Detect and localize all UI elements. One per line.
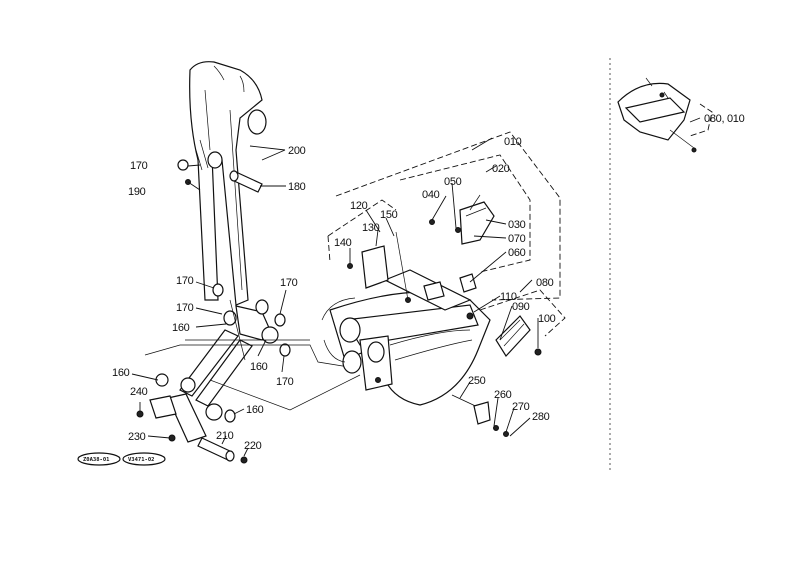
callout-labels: 010 020 030 040 050 060 070 080 090 100 … [112,113,745,452]
callout-050: 050 [444,176,462,188]
callout-180: 180 [288,181,306,193]
callout-010: 010 [504,136,522,148]
callout-080-010: 080, 010 [704,113,745,125]
callout-170-a: 170 [130,160,148,172]
callout-280: 280 [532,411,550,423]
bolt-140 [347,263,353,269]
callout-160-c: 160 [112,367,130,379]
callout-160-a: 160 [172,322,190,334]
bracket-080 [479,289,566,337]
frame-outline [144,299,361,411]
boom-arm [189,61,267,306]
code-badge-1 [77,452,121,466]
bracket-010 [335,131,561,301]
callout-070: 070 [508,233,526,245]
callout-150: 150 [380,209,398,221]
leader-lines [104,117,701,459]
callout-170-c: 170 [176,302,194,314]
bracket-020 [399,154,531,273]
callout-220: 220 [244,440,262,452]
washer-170-top [177,159,189,171]
callout-020: 020 [492,163,510,175]
callout-120: 120 [350,200,368,212]
callout-270: 270 [512,401,530,413]
callout-210: 210 [216,430,234,442]
callout-240: 240 [130,386,148,398]
callout-230: 230 [128,431,146,443]
link-assembly [136,283,291,464]
callout-160-d: 160 [246,404,264,416]
callout-030: 030 [508,219,526,231]
code-text-1: Z0A38-01 [83,457,110,463]
callout-140: 140 [334,237,352,249]
code-text-2: V3471-02 [128,457,155,463]
callout-170-e: 170 [276,376,294,388]
callout-170-d: 170 [280,277,298,289]
callout-200: 200 [288,145,306,157]
pin-180 [229,170,263,193]
callout-260: 260 [494,389,512,401]
reference-codes: Z0A38-01 V3471-02 [77,452,166,466]
callout-080: 080 [536,277,554,289]
code-badge-2 [122,452,166,466]
pin-250-group [451,394,509,437]
cover-plate-090 [466,312,542,357]
callout-100: 100 [538,313,556,325]
callout-090: 090 [512,301,530,313]
callout-060: 060 [508,247,526,259]
callout-040: 040 [422,189,440,201]
callout-250: 250 [468,375,486,387]
callout-170-b: 170 [176,275,194,287]
callout-190: 190 [128,186,146,198]
callout-130: 130 [362,222,380,234]
callout-160-b: 160 [250,361,268,373]
tooth-group [423,194,495,301]
inset-bucket [617,77,713,153]
bracket-120 [327,199,397,263]
side-plate-130 [361,245,389,289]
callout-110: 110 [500,291,517,303]
